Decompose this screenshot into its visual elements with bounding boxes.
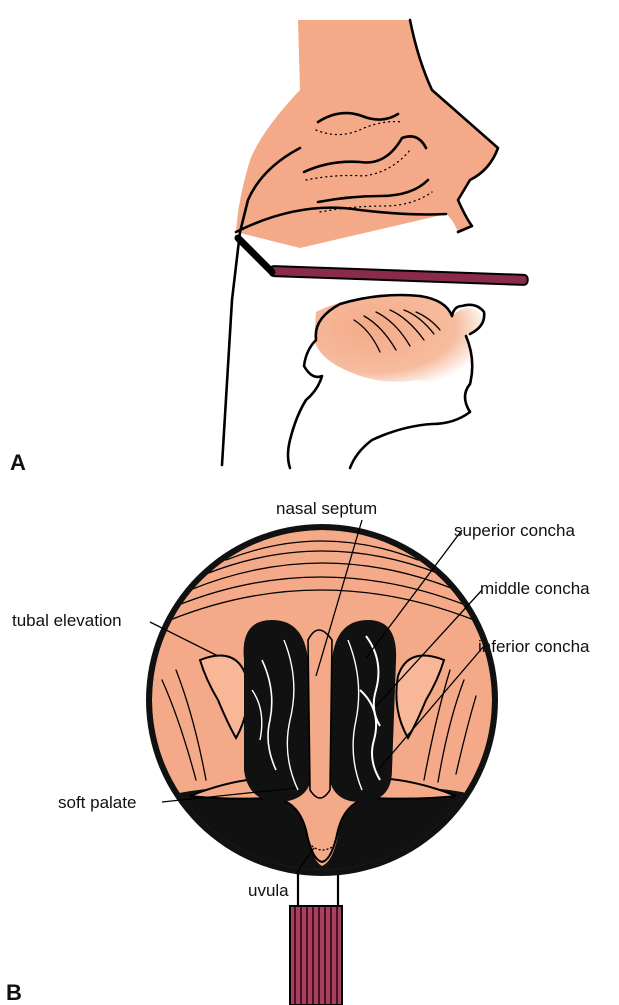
- panel-b: nasal septum superior concha middle conc…: [6, 499, 590, 1005]
- label-inferior-concha: inferior concha: [478, 637, 590, 656]
- pharynx-lower-outline: [288, 340, 322, 468]
- panel-a: A: [10, 20, 528, 475]
- label-tubal-elevation: tubal elevation: [12, 611, 122, 630]
- label-nasal-septum: nasal septum: [276, 499, 377, 518]
- nasal-cavity-tissue: [236, 20, 498, 248]
- laryngeal-mirror: [238, 238, 528, 285]
- label-uvula: uvula: [248, 881, 289, 900]
- label-superior-concha: superior concha: [454, 521, 576, 540]
- panel-letter-b: B: [6, 980, 22, 1005]
- choana-left: [244, 620, 312, 802]
- label-middle-concha: middle concha: [480, 579, 590, 598]
- mirror-handle: [290, 906, 342, 1005]
- nasal-septum: [308, 630, 332, 798]
- label-soft-palate: soft palate: [58, 793, 136, 812]
- tongue: [314, 296, 483, 387]
- panel-letter-a: A: [10, 450, 26, 475]
- choana-right: [328, 620, 396, 802]
